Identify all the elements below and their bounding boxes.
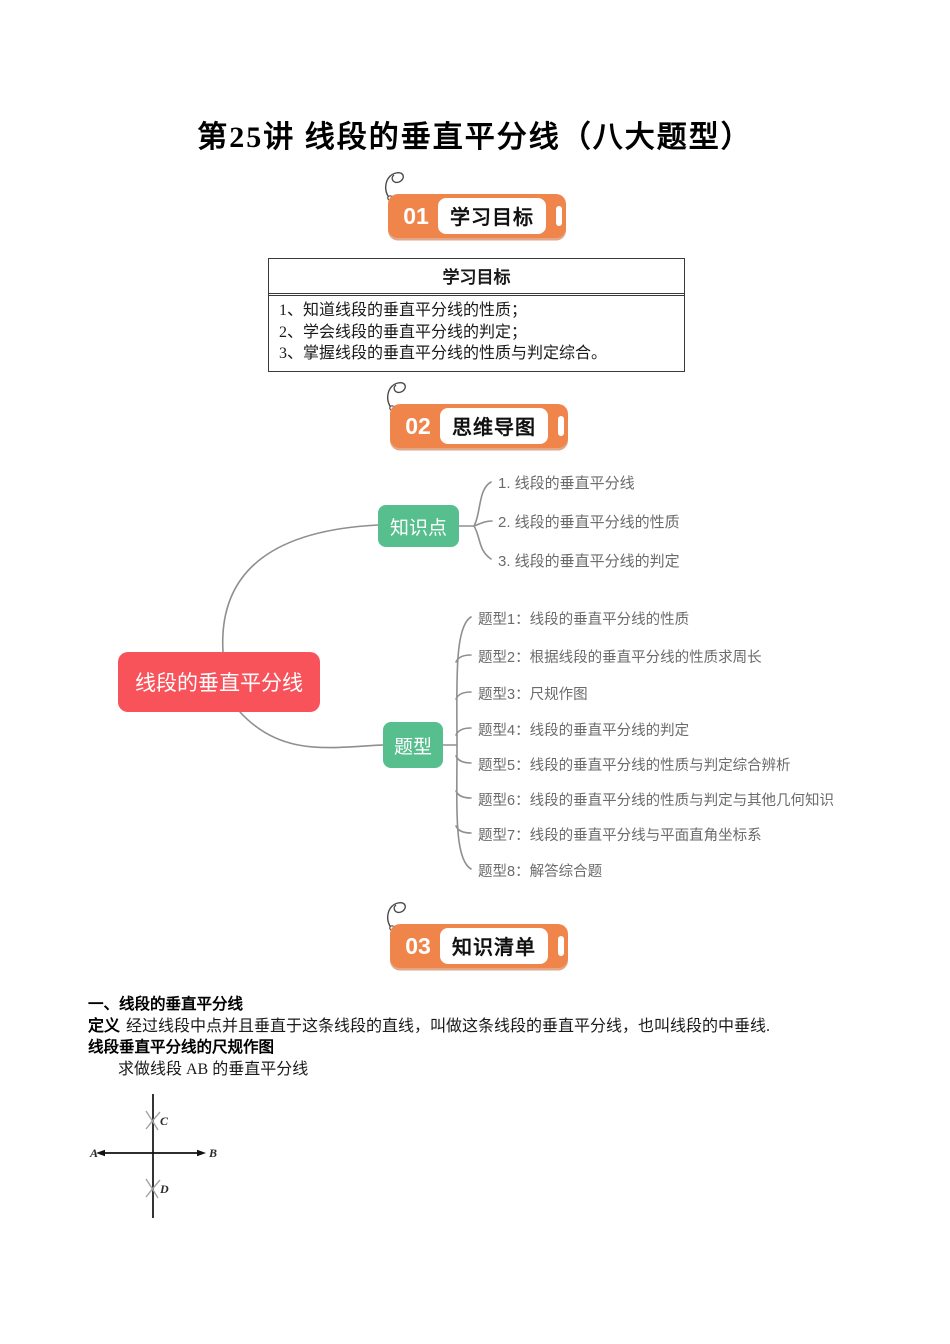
mindmap-knowledge-node: 知识点 bbox=[378, 505, 459, 547]
page-title: 第25讲 线段的垂直平分线（八大题型） bbox=[197, 121, 753, 154]
objectives-header: 学习目标 bbox=[269, 259, 684, 294]
badge-number: 03 bbox=[405, 932, 431, 959]
badge-body: 01 学习目标 bbox=[388, 194, 566, 238]
question-type-item: 题型3：尺规作图 bbox=[478, 687, 588, 703]
label-c: C bbox=[160, 1114, 169, 1128]
mindmap: 线段的垂直平分线 知识点 题型 1. 线段的垂直平分线 2. 线段的垂直平分线的… bbox=[90, 458, 900, 900]
objective-item: 1、知道线段的垂直平分线的性质； bbox=[279, 302, 528, 319]
badge-number: 01 bbox=[403, 202, 429, 229]
badge-body: 03 知识清单 bbox=[390, 924, 568, 968]
section-badge-knowledge-list: 03 知识清单 bbox=[387, 901, 568, 968]
arc-mark-c bbox=[145, 1111, 161, 1130]
perpendicular-bisector-diagram: A B C D bbox=[89, 1094, 217, 1218]
arc-mark-d bbox=[145, 1178, 159, 1199]
arrowhead-right bbox=[197, 1149, 206, 1157]
arc-mark-c bbox=[145, 1110, 159, 1131]
mindmap-qtypes-node: 题型 bbox=[383, 722, 443, 768]
knowledge-heading-1: 一、线段的垂直平分线 bbox=[88, 996, 244, 1013]
badge-number: 02 bbox=[405, 412, 431, 439]
badge-body: 02 思维导图 bbox=[390, 404, 568, 448]
question-type-item: 题型6：线段的垂直平分线的性质与判定与其他几何知识 bbox=[478, 793, 835, 809]
mindmap-connectors bbox=[222, 481, 493, 870]
construction-task: 求做线段 AB 的垂直平分线 bbox=[118, 1060, 309, 1078]
label-a: A bbox=[89, 1146, 98, 1160]
definition-label: 定义 bbox=[88, 1017, 121, 1035]
question-type-item: 题型8：解答综合题 bbox=[478, 864, 603, 880]
badge-notch bbox=[556, 206, 562, 226]
badge-notch bbox=[558, 936, 564, 956]
label-b: B bbox=[208, 1146, 217, 1160]
question-type-item: 题型7：线段的垂直平分线与平面直角坐标系 bbox=[478, 828, 762, 844]
mindmap-root-node: 线段的垂直平分线 bbox=[118, 652, 320, 712]
question-type-item: 题型5：线段的垂直平分线的性质与判定综合辨析 bbox=[478, 758, 791, 774]
learning-objectives-table: 学习目标 1、知道线段的垂直平分线的性质； 2、学会线段的垂直平分线的判定； 3… bbox=[268, 258, 685, 372]
arc-mark-d bbox=[145, 1179, 161, 1198]
knowledge-list-section: 一、线段的垂直平分线 定义经过线段中点并且垂直于这条线段的直线，叫做这条线段的垂… bbox=[88, 994, 928, 1080]
section-badge-learning-goals: 01 学习目标 bbox=[385, 171, 566, 238]
badge-label: 思维导图 bbox=[440, 408, 548, 444]
question-type-item: 题型2：根据线段的垂直平分线的性质求周长 bbox=[478, 650, 762, 666]
objective-item: 3、掌握线段的垂直平分线的性质与判定综合。 bbox=[279, 345, 608, 362]
definition-line: 定义经过线段中点并且垂直于这条线段的直线，叫做这条线段的垂直平分线，也叫线段的中… bbox=[88, 1016, 928, 1038]
badge-label: 学习目标 bbox=[438, 198, 546, 234]
knowledge-item: 3. 线段的垂直平分线的判定 bbox=[498, 553, 680, 570]
section-badge-mindmap: 02 思维导图 bbox=[387, 381, 568, 448]
knowledge-item: 1. 线段的垂直平分线 bbox=[498, 475, 635, 492]
objectives-body: 1、知道线段的垂直平分线的性质； 2、学会线段的垂直平分线的判定； 3、掌握线段… bbox=[269, 295, 684, 371]
question-type-item: 题型1：线段的垂直平分线的性质 bbox=[478, 612, 690, 628]
label-d: D bbox=[159, 1182, 169, 1196]
knowledge-heading-2: 线段垂直平分线的尺规作图 bbox=[88, 1039, 275, 1056]
knowledge-item: 2. 线段的垂直平分线的性质 bbox=[498, 514, 680, 531]
objective-item: 2、学会线段的垂直平分线的判定； bbox=[279, 323, 528, 341]
badge-label: 知识清单 bbox=[440, 928, 548, 964]
question-type-item: 题型4：线段的垂直平分线的判定 bbox=[478, 723, 690, 739]
definition-text: 经过线段中点并且垂直于这条线段的直线，叫做这条线段的垂直平分线，也叫线段的中垂线… bbox=[126, 1017, 771, 1035]
arrowhead-left bbox=[96, 1149, 105, 1157]
badge-notch bbox=[558, 416, 564, 436]
